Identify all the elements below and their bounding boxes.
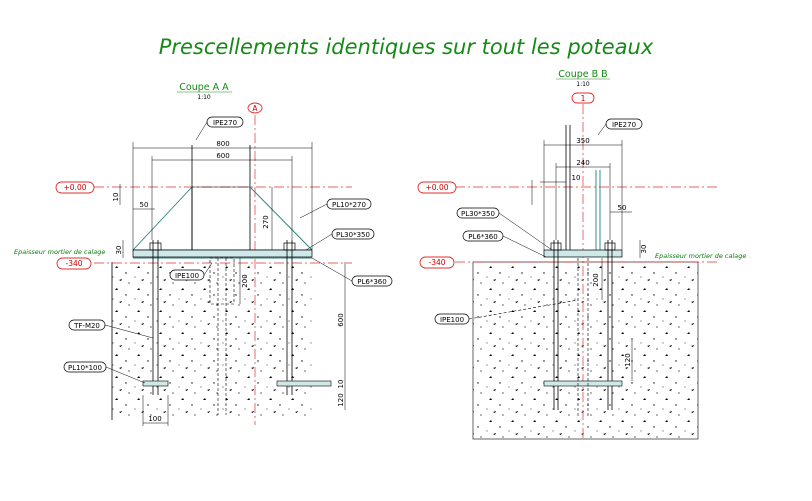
section-a-concrete (112, 262, 312, 420)
label-pl10x100: PL10*100 (63, 361, 146, 384)
svg-text:PL10*270: PL10*270 (332, 201, 366, 209)
axis-1-marker (571, 92, 595, 104)
label-pl30x350-b: PL30*350 (456, 207, 553, 251)
mortar-note-b: Epaisseur mortier de calage (655, 252, 746, 260)
label-tf-m20: TF-M20 (68, 319, 154, 339)
anchor-rods-a (142, 240, 332, 395)
svg-text:200: 200 (241, 274, 249, 287)
svg-text:10: 10 (112, 193, 120, 202)
svg-text:270: 270 (262, 215, 270, 228)
label-pl6x360-a: PL6*360 (311, 257, 393, 287)
shear-key-a (209, 257, 235, 305)
svg-text:350: 350 (576, 137, 589, 145)
svg-text:IPE100: IPE100 (175, 272, 199, 280)
svg-text:120: 120 (624, 353, 632, 366)
axis-a-marker (247, 102, 263, 114)
svg-text:PL6*360: PL6*360 (468, 233, 497, 241)
svg-text:50: 50 (140, 201, 149, 209)
svg-text:10: 10 (572, 174, 581, 182)
level-a-bottom (56, 257, 92, 270)
section-b: Coupe B B 1:10 1 +0.00 -340 Epaisseur mo… (417, 69, 746, 440)
label-ipe270-a: IPE270 (195, 116, 244, 141)
section-b-concrete (472, 261, 699, 440)
svg-text:IPE270: IPE270 (213, 119, 237, 127)
section-b-title: Coupe B B (558, 69, 607, 80)
level-b-bottom (419, 256, 455, 269)
label-ipe270-b: IPE270 (597, 118, 643, 136)
svg-text:+0.00: +0.00 (426, 183, 449, 192)
section-a: Coupe A A 1:10 A +0.00 -340 Epaisseur mo… (14, 82, 393, 426)
label-ipe100-b: IPE100 (434, 299, 579, 325)
label-pl10x270: PL10*270 (299, 198, 372, 219)
svg-text:100: 100 (148, 415, 161, 423)
svg-text:PL30*350: PL30*350 (461, 210, 495, 218)
svg-text:50: 50 (618, 204, 627, 212)
label-pl30x350-a: PL30*350 (305, 228, 375, 251)
svg-text:-340: -340 (428, 258, 445, 267)
svg-text:10: 10 (337, 380, 345, 389)
label-ipe100-a: IPE100 (169, 262, 213, 281)
svg-text:PL30*350: PL30*350 (336, 231, 370, 239)
svg-text:600: 600 (337, 313, 345, 326)
base-plate-a (132, 249, 313, 258)
svg-text:PL6*360: PL6*360 (357, 278, 386, 286)
base-plate-b (543, 249, 623, 258)
svg-text:IPE100: IPE100 (440, 316, 464, 324)
anchor-rods-b (543, 240, 623, 410)
svg-text:800: 800 (216, 140, 229, 148)
section-a-scale: 1:10 (197, 94, 211, 101)
level-a-top (55, 181, 95, 194)
svg-text:120: 120 (337, 393, 345, 406)
section-b-scale: 1:10 (576, 81, 590, 88)
svg-text:IPE270: IPE270 (612, 121, 636, 129)
svg-text:30: 30 (115, 246, 123, 255)
svg-text:PL10*100: PL10*100 (68, 364, 102, 372)
main-title: Prescellements identiques sur tout les p… (159, 35, 654, 59)
svg-text:A: A (252, 104, 258, 113)
svg-text:TF-M20: TF-M20 (73, 322, 100, 330)
label-pl6x360-b: PL6*360 (462, 230, 547, 258)
svg-text:240: 240 (576, 159, 589, 167)
mortar-note-a: Epaisseur mortier de calage (14, 248, 105, 256)
svg-text:200: 200 (592, 273, 600, 286)
svg-text:600: 600 (216, 152, 229, 160)
svg-text:1: 1 (581, 94, 586, 103)
section-a-title: Coupe A A (179, 82, 229, 93)
level-b-top (417, 181, 457, 194)
svg-text:-340: -340 (65, 259, 82, 268)
svg-text:+0.00: +0.00 (64, 183, 87, 192)
svg-text:30: 30 (640, 245, 648, 254)
